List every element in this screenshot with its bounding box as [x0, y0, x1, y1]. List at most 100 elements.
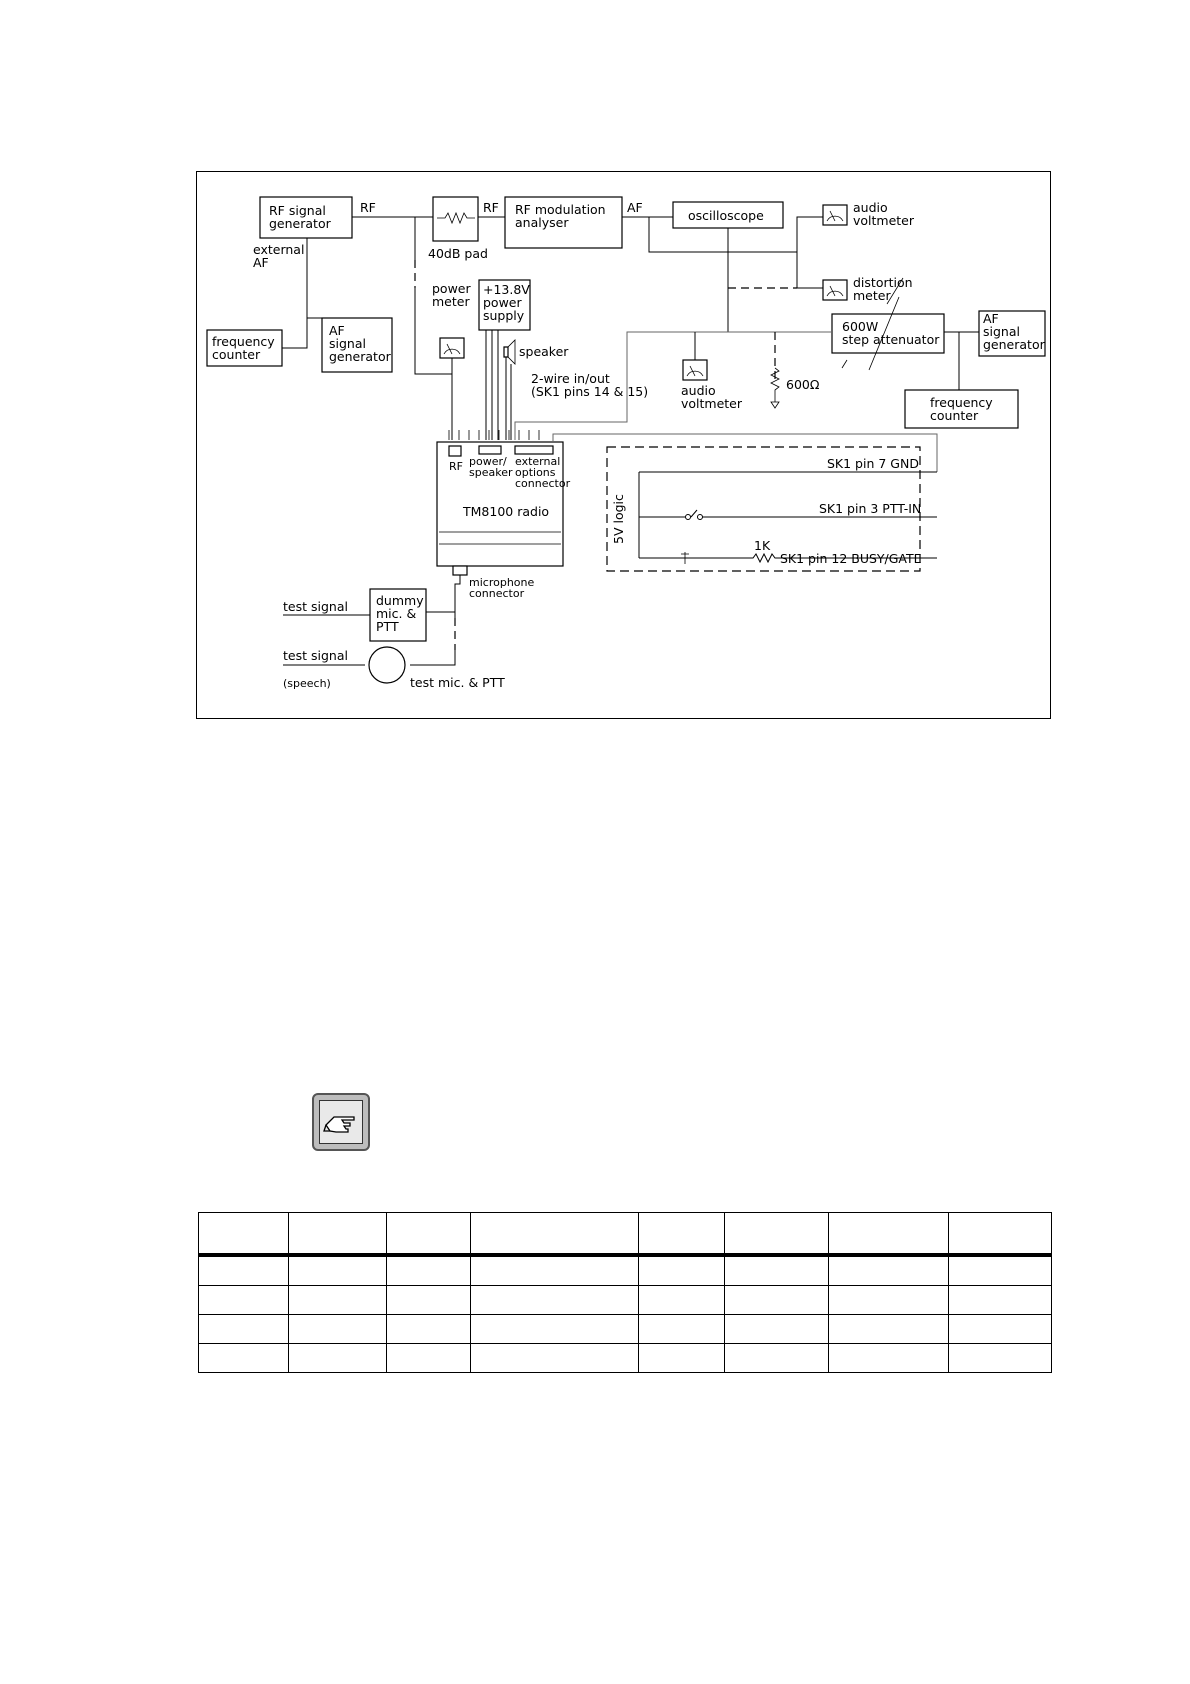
- audio-voltmeter-mid-box: [682, 359, 708, 381]
- lbl-rf-sig-gen-2: generator: [269, 216, 332, 231]
- lbl-rf1: RF: [360, 200, 376, 215]
- pad-resistor-icon: [437, 211, 475, 225]
- resistor-600-icon: [770, 367, 780, 402]
- lbl-dummy-1: dummy: [376, 593, 424, 608]
- meter-needle-icon: [826, 285, 844, 297]
- lbl-af-gen-right-2: signal: [983, 324, 1020, 339]
- sk1-busy-line: [639, 552, 937, 564]
- lbl-power-speaker-1: power/: [469, 455, 507, 468]
- lbl-mic-conn-2: connector: [469, 587, 525, 600]
- lbl-audio-vm-top-2: voltmeter: [853, 213, 915, 228]
- lbl-mic-conn-1: microphone: [469, 576, 534, 589]
- lbl-power-meter-1: power: [432, 281, 471, 296]
- rf-mod-analyser-box: [504, 196, 623, 249]
- lbl-speaker: speaker: [519, 344, 569, 359]
- lbl-power-meter-2: meter: [432, 294, 470, 309]
- lbl-rf-mod-1: RF modulation: [515, 202, 606, 217]
- diagram-svg: RF signal generator RF RF 40dB pad RF mo…: [206, 196, 1046, 690]
- empty-table: [198, 1212, 1052, 1373]
- power-speaker-port: [478, 445, 502, 455]
- lbl-attenuator-2: step attenuator: [842, 332, 940, 347]
- af-signal-generator-left-box: [321, 317, 393, 373]
- lbl-ext-options-1: external: [515, 455, 560, 468]
- table-header-row: [198, 1212, 1052, 1257]
- lbl-psu-2: power: [483, 295, 522, 310]
- lbl-dummy-2: mic. &: [376, 606, 416, 621]
- lbl-ext-options-2: options: [515, 466, 556, 479]
- lbl-speech: (speech): [283, 677, 331, 690]
- lbl-test-signal-1: test signal: [283, 599, 348, 614]
- mic-line: [454, 575, 461, 618]
- external-af-line: [282, 238, 308, 349]
- lbl-1k: 1K: [754, 538, 771, 553]
- lbl-af-gen-right-1: AF: [983, 311, 999, 326]
- lbl-af-gen-left-3: generator: [329, 349, 392, 364]
- lbl-external-af-1: external: [253, 242, 304, 257]
- lbl-af-gen-right-3: generator: [983, 337, 1046, 352]
- switch-contact-icon: [697, 514, 703, 520]
- table-row: [198, 1343, 1052, 1373]
- test-mic-icon: [368, 646, 406, 684]
- lbl-test-signal-2: test signal: [283, 648, 348, 663]
- lbl-pad: 40dB pad: [428, 246, 488, 261]
- radio-box: [436, 441, 564, 567]
- lbl-rf2: RF: [483, 200, 499, 215]
- lbl-rf-mod-2: analyser: [515, 215, 569, 230]
- lbl-power-speaker-2: speaker: [469, 466, 513, 479]
- lbl-two-wire-1: 2-wire in/out: [531, 371, 610, 386]
- speaker-leads: [505, 357, 512, 440]
- table-row: [198, 1254, 1052, 1286]
- lbl-freq-right-1: frequency: [930, 395, 993, 410]
- mic-connector-port: [452, 565, 468, 576]
- lbl-radio: TM8100 radio: [462, 504, 549, 519]
- frequency-counter-right-box: [904, 389, 1019, 429]
- rf-signal-generator-box: [259, 196, 353, 239]
- radio-fins: [448, 430, 540, 440]
- distortion-arrow: [886, 277, 904, 305]
- lbl-attenuator-1: 600W: [842, 319, 878, 334]
- lbl-external-af-2: AF: [253, 255, 269, 270]
- af-signal-generator-right-box: [978, 310, 1046, 357]
- power-supply-box: [478, 279, 531, 331]
- lbl-sk1-ptt: SK1 pin 3 PTT-IN: [819, 501, 921, 516]
- dummy-mic-box: [369, 588, 427, 642]
- table-row: [198, 1285, 1052, 1315]
- audio-voltmeter-top-box: [822, 204, 848, 226]
- ext-options-port: [514, 445, 554, 455]
- lbl-ext-options-3: connector: [515, 477, 571, 490]
- lbl-rf-sig-gen-1: RF signal: [269, 203, 326, 218]
- lbl-oscilloscope: oscilloscope: [688, 208, 764, 223]
- ground-icon: [770, 401, 780, 409]
- lbl-test-mic: test mic. & PTT: [410, 675, 505, 690]
- attenuator-box: [831, 313, 945, 354]
- lbl-psu-3: supply: [483, 308, 525, 323]
- lbl-af-gen-left-2: signal: [329, 336, 366, 351]
- lbl-dummy-3: PTT: [376, 619, 399, 634]
- lbl-freq-left-2: counter: [212, 347, 261, 362]
- lbl-audio-vm-top-1: audio: [853, 200, 888, 215]
- lbl-rf-port: RF: [449, 460, 463, 473]
- test-setup-diagram: RF signal generator RF RF 40dB pad RF mo…: [196, 171, 1051, 719]
- meter-needle-icon: [826, 210, 844, 222]
- power-leads: [485, 330, 499, 440]
- speaker-cone-icon: [507, 339, 516, 365]
- af-to-distortion: [796, 252, 823, 289]
- lbl-freq-left-1: frequency: [212, 334, 275, 349]
- sk1-ptt-line: [639, 509, 937, 518]
- lbl-psu-1: +13.8V: [483, 282, 530, 297]
- distortion-meter-box: [822, 279, 848, 301]
- mic-feeds: [410, 611, 456, 666]
- lbl-two-wire-2: (SK1 pins 14 & 15): [531, 384, 648, 399]
- lbl-resistor-600: 600Ω: [786, 377, 820, 392]
- meter-needle-icon: [686, 365, 704, 377]
- lbl-distortion-1: distortion: [853, 275, 913, 290]
- lbl-logic: 5V logic: [611, 494, 626, 544]
- led-icon: [681, 552, 689, 564]
- lbl-audio-vm-mid-2: voltmeter: [681, 396, 743, 411]
- switch-contact-icon: [685, 514, 691, 520]
- radio-base-lines: [439, 531, 561, 545]
- rf-down-2: [414, 288, 453, 440]
- ext-options-line: [552, 433, 938, 472]
- lbl-af-gen-left-1: AF: [329, 323, 345, 338]
- attenuator-arrow: [868, 296, 900, 371]
